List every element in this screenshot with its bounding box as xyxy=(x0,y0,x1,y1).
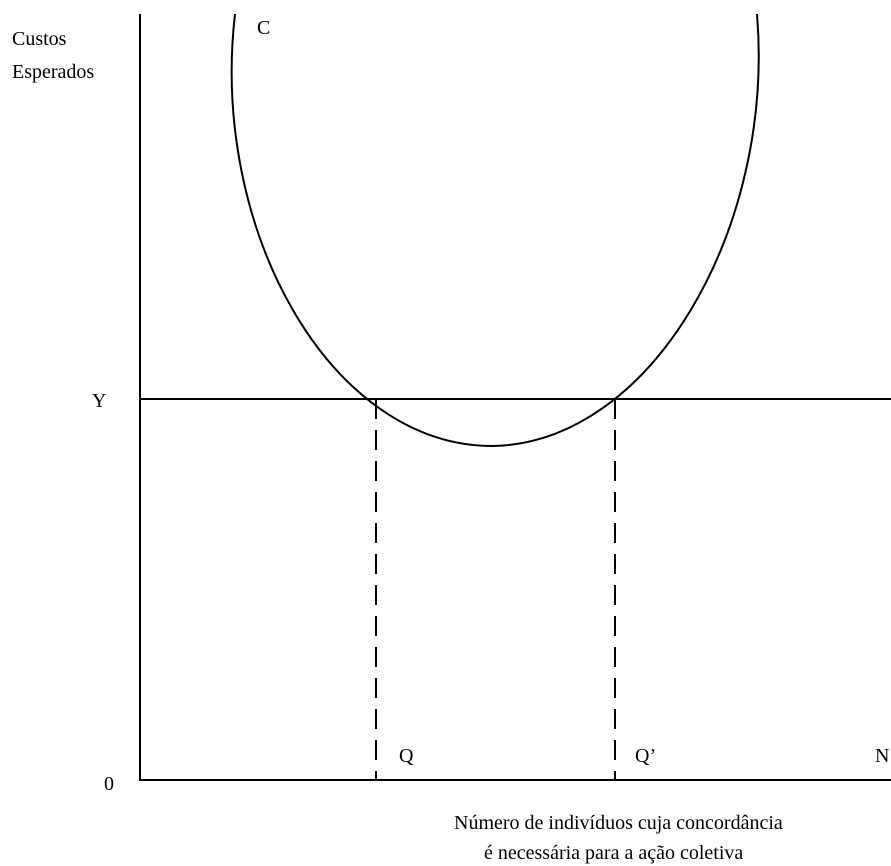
y-axis-label-line2: Esperados xyxy=(12,61,94,83)
y-axis-label-line1: Custos xyxy=(12,28,67,50)
origin-label: 0 xyxy=(104,773,114,795)
cost-curve-c xyxy=(230,13,760,448)
q-prime-label: Q’ xyxy=(635,745,656,767)
y-level-label: Y xyxy=(92,390,106,412)
x-axis-label-line1: Número de indivíduos cuja concordância xyxy=(454,812,783,834)
n-label: N xyxy=(875,745,889,767)
x-axis-label-line2: é necessária para a ação coletiva xyxy=(484,842,743,864)
q-label: Q xyxy=(399,745,414,767)
curve-label: C xyxy=(257,17,270,39)
